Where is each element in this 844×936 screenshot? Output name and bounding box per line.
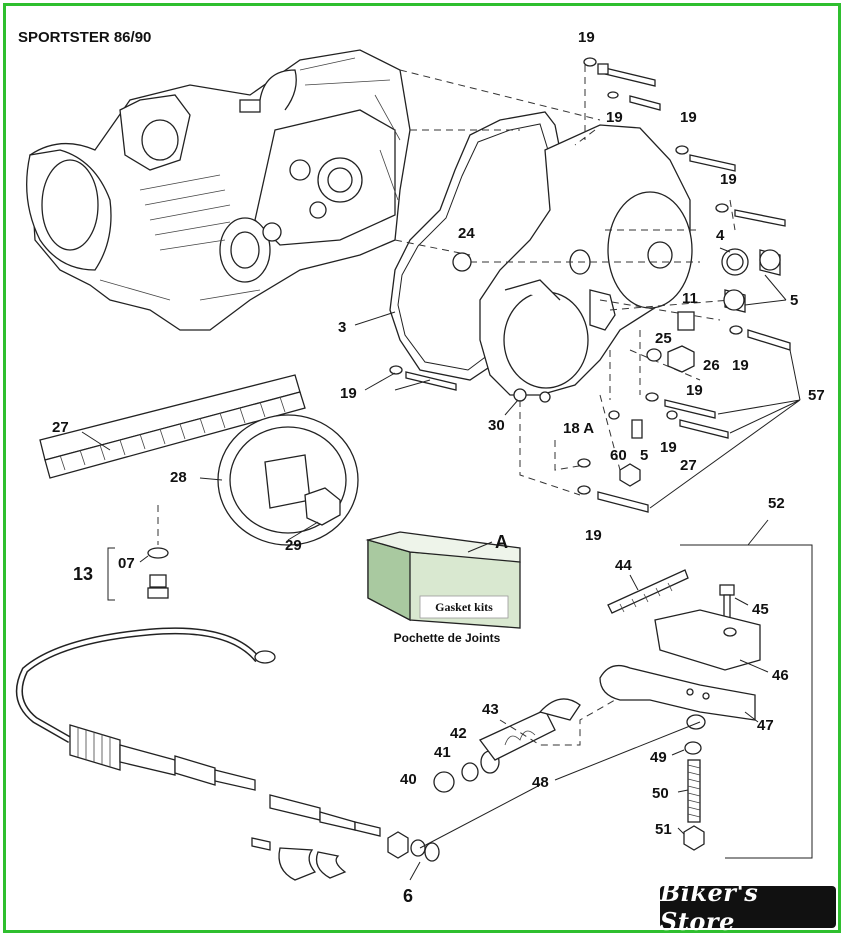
store-logo: Biker's Store: [660, 878, 836, 936]
clutch-sprocket-drawing: [217, 414, 359, 546]
label-25: 25: [655, 330, 672, 347]
label-19: 19: [720, 171, 737, 188]
label-48: 48: [532, 774, 549, 791]
gasket-kit-label: Gasket kits: [435, 600, 493, 614]
release-mechanism-drawing: [433, 698, 616, 793]
label-42: 42: [450, 725, 467, 742]
adjuster-assembly-drawing: [599, 544, 813, 859]
label-57: 57: [808, 387, 825, 404]
label-07: 07: [118, 555, 135, 572]
clutch-cable-drawing: [15, 627, 440, 881]
label-30: 30: [488, 417, 505, 434]
label-29: 29: [285, 537, 302, 554]
store-logo-text: Biker's Store: [660, 878, 759, 936]
label-a: A: [495, 532, 508, 552]
label-41: 41: [434, 744, 451, 761]
label-19: 19: [680, 109, 697, 126]
label-19: 19: [578, 29, 595, 46]
gasket-kit-box: Gasket kits Pochette de Joints: [365, 531, 521, 645]
label-47: 47: [757, 717, 774, 734]
part-labels: 19 19 19 19 24 4 5 3 11 25 26 19 19 19 5…: [52, 29, 825, 906]
drain-plug-drawing: [107, 505, 169, 601]
cover-hardware: [389, 57, 791, 513]
label-13: 13: [73, 564, 93, 584]
label-4: 4: [716, 227, 725, 244]
label-24: 24: [458, 225, 475, 242]
label-49: 49: [650, 749, 667, 766]
label-46: 46: [772, 667, 789, 684]
label-50: 50: [652, 785, 669, 802]
diagram-title: SPORTSTER 86/90: [18, 29, 151, 46]
label-45: 45: [752, 601, 769, 618]
label-19: 19: [732, 357, 749, 374]
gasket-kit-caption: Pochette de Joints: [394, 631, 501, 645]
label-5: 5: [790, 292, 798, 309]
label-27: 27: [680, 457, 697, 474]
label-44: 44: [615, 557, 632, 574]
label-19: 19: [340, 385, 357, 402]
label-28: 28: [170, 469, 187, 486]
label-26: 26: [703, 357, 720, 374]
label-60: 60: [610, 447, 627, 464]
label-19: 19: [660, 439, 677, 456]
label-52: 52: [768, 495, 785, 512]
label-5: 5: [640, 447, 648, 464]
alignment-lines: [394, 65, 736, 496]
label-43: 43: [482, 701, 499, 718]
label-18a: 18 A: [563, 420, 594, 437]
label-40: 40: [400, 771, 417, 788]
primary-chain-drawing: [39, 374, 306, 479]
primary-cover-drawing: [479, 124, 693, 403]
label-6: 6: [403, 886, 413, 906]
label-27: 27: [52, 419, 69, 436]
leader-lines: [81, 247, 801, 881]
label-3: 3: [338, 319, 346, 336]
crankcase-drawing: [26, 49, 411, 331]
label-11: 11: [682, 290, 698, 307]
label-19: 19: [686, 382, 703, 399]
label-19: 19: [606, 109, 623, 126]
label-19: 19: [585, 527, 602, 544]
label-51: 51: [655, 821, 672, 838]
